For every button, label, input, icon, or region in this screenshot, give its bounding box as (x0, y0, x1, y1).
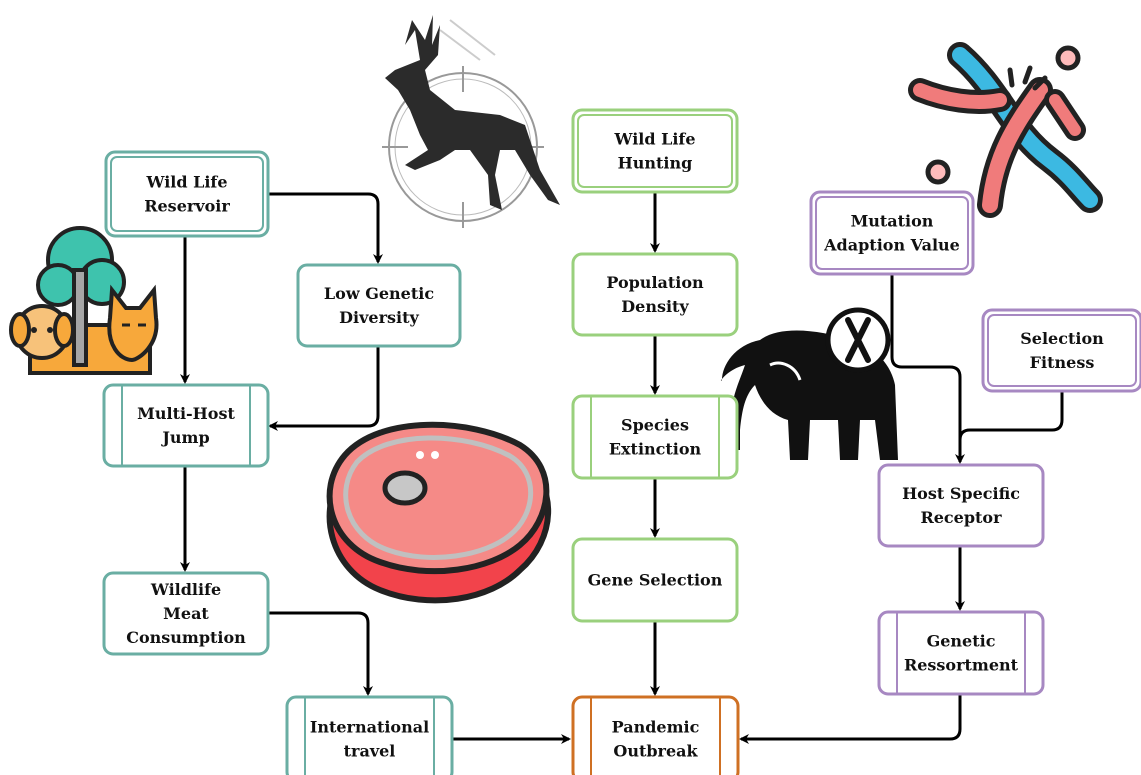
arrow-diversity-to-multihost (268, 346, 380, 431)
node-label-line: Hunting (618, 154, 693, 173)
node-label-line: Multi-Host (137, 404, 235, 423)
arrow-meat-to-travel (268, 611, 373, 696)
node-label-line: Pandemic (612, 718, 700, 737)
node-label-line: Wild Life (146, 173, 228, 192)
node-label-line: Gene Selection (588, 571, 723, 590)
elephant-icon (720, 307, 898, 460)
node-label-line: Fitness (1030, 353, 1095, 372)
node-label-line: Meat (163, 604, 209, 623)
node-international-travel: International travel (285, 695, 454, 775)
arrow-reservoir-to-diversity (268, 192, 383, 264)
node-label-line: Outbreak (613, 742, 698, 761)
connectors (180, 192, 1064, 744)
node-label-line: Receptor (920, 508, 1002, 527)
node-label-line: Population (606, 273, 704, 292)
tree-animals-icon (9, 226, 159, 375)
arrow-ressortment-to-pandemic (739, 694, 962, 744)
node-label-line: Reservoir (144, 197, 230, 216)
node-label-line: Ressortment (904, 656, 1019, 675)
node-label-line: Selection (1020, 329, 1104, 348)
node-label-line: Genetic (927, 632, 996, 651)
deer-icon (382, 15, 560, 228)
node-label-line: Mutation (851, 212, 934, 231)
node-label-line: Species (621, 416, 689, 435)
meat-icon (326, 421, 552, 604)
node-label-line: Density (621, 297, 689, 316)
node-label-line: Adaption Value (823, 236, 960, 255)
node-label-line: Consumption (126, 628, 246, 647)
node-label-line: travel (344, 742, 396, 761)
node-gene-selection: Gene Selection (571, 537, 739, 623)
node-label-line: Extinction (609, 440, 702, 459)
node-label-line: Wild Life (614, 130, 696, 149)
node-label-line: Low Genetic (324, 284, 434, 303)
node-label-line: Jump (160, 428, 209, 447)
node-label-line: International (310, 718, 429, 737)
node-label-line: Wildlife (150, 580, 221, 599)
node-label-line: Host Specific (902, 484, 1020, 503)
arrow-fitness-to-receptor (958, 391, 1064, 462)
node-label-line: Diversity (339, 308, 419, 327)
dna-icon (908, 42, 1103, 218)
arrow-mutation-to-receptor (890, 274, 965, 464)
